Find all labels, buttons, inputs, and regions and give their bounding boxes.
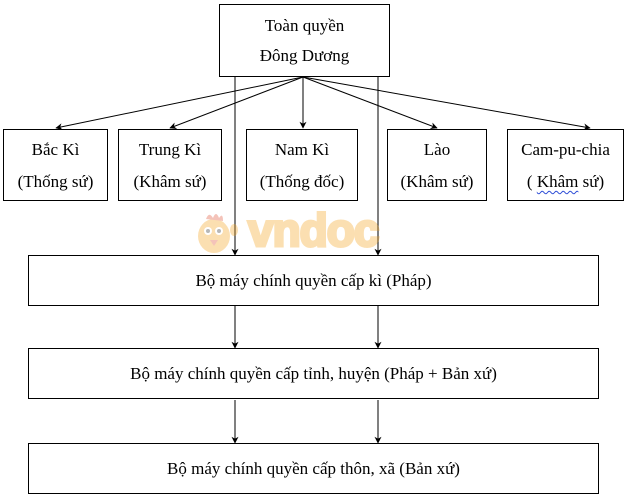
spellcheck-word: Khâm [536,172,579,191]
region-title: (Thống đốc) [259,172,345,191]
cap-ki-box: Bộ máy chính quyền cấp kì (Pháp) [28,255,599,306]
arrow-to-cam-pu-chia [302,76,591,131]
region-box-lao: Lào (Khâm sứ) [387,129,487,201]
region-name: Lào [423,140,451,159]
region-name: Trung Kì [138,140,202,159]
region-title: (Thống sứ) [17,172,94,191]
vndoc-watermark-logo: vndoc [198,203,381,258]
region-box-nam-ki: Nam Kì (Thống đốc) [246,129,358,201]
chicken-mascot-icon [198,214,238,253]
region-name: Cam-pu-chia [521,140,610,159]
region-title: (Khâm sứ) [133,172,207,191]
toan-quyen-box: Toàn quyền Đông Dương [219,4,390,77]
region-box-trung-ki: Trung Kì (Khâm sứ) [118,129,222,201]
region-box-cam-pu-chia: Cam-pu-chia ( Khâm sứ) [507,129,624,201]
arrow-to-bac-ki [55,76,304,131]
region-title: ( Khâm sứ) [526,172,605,191]
arrow-to-lao [302,76,438,130]
region-box-bac-ki: Bắc Kì (Thống sứ) [3,129,108,201]
cap-tinh-huyen-label: Bộ máy chính quyền cấp tỉnh, huyện (Pháp… [130,364,497,383]
region-title: (Khâm sứ) [400,172,474,191]
arrow-to-trung-ki [169,76,304,130]
region-name: Nam Kì [274,140,330,159]
region-name: Bắc Kì [31,140,80,159]
dong-duong-label: Đông Dương [259,46,350,65]
cap-tinh-huyen-box: Bộ máy chính quyền cấp tỉnh, huyện (Pháp… [28,348,599,399]
watermark-text: vndoc [248,204,379,256]
cap-thon-xa-box: Bộ máy chính quyền cấp thôn, xã (Bản xứ) [28,443,599,494]
toan-quyen-label: Toàn quyền [264,16,345,35]
cap-thon-xa-label: Bộ máy chính quyền cấp thôn, xã (Bản xứ) [167,459,460,478]
cap-ki-label: Bộ máy chính quyền cấp kì (Pháp) [195,271,432,290]
